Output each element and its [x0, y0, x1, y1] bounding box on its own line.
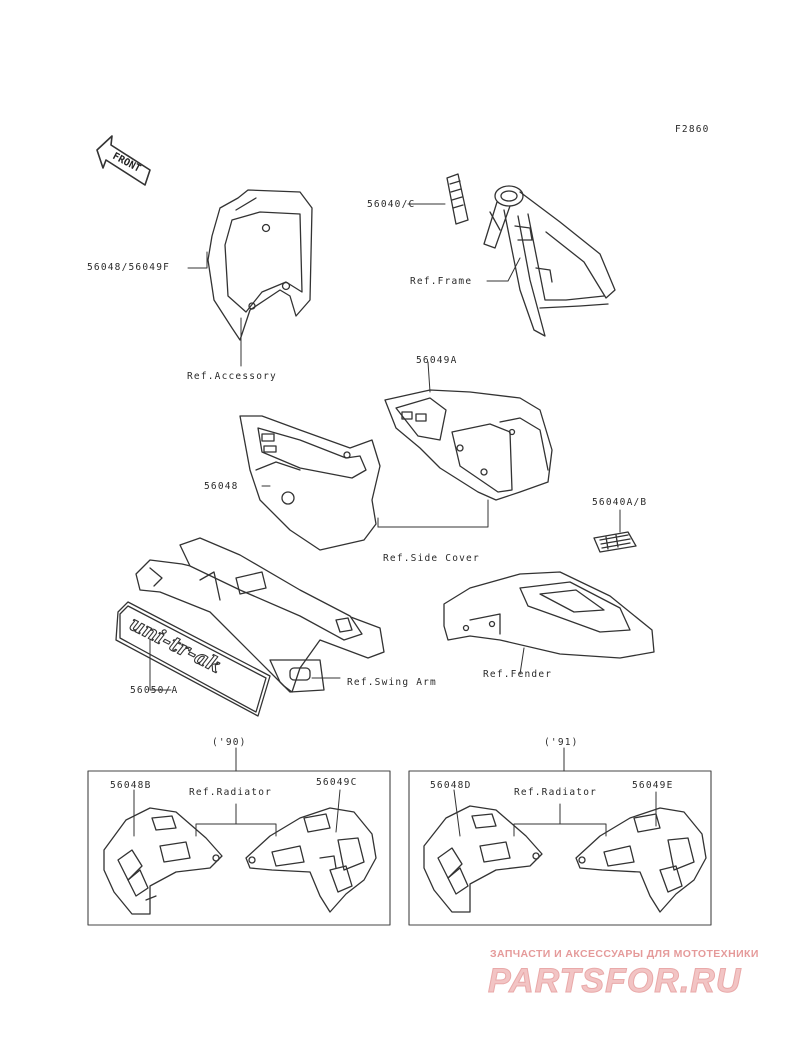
ref-accessory[interactable]: Ref.Accessory — [187, 371, 277, 382]
year-91-label: ('91) — [544, 737, 579, 748]
leader-lines-lower — [133, 789, 657, 837]
ref-swing-arm[interactable]: Ref.Swing Arm — [347, 677, 437, 688]
ref-frame[interactable]: Ref.Frame — [410, 276, 473, 287]
part-number-56040ab[interactable]: 56040A/B — [592, 497, 648, 508]
ref-side-cover[interactable]: Ref.Side Cover — [383, 553, 480, 564]
year-91-box — [408, 770, 712, 926]
part-number-56049a[interactable]: 56049A — [416, 355, 458, 366]
part-number-56049e[interactable]: 56049E — [632, 780, 674, 791]
part-number-56049c[interactable]: 56049C — [316, 777, 358, 788]
diagram-code: F2860 — [675, 124, 710, 135]
uni-trak-decal-part: uni-tr-ak — [115, 601, 271, 717]
year-90-label: ('90) — [212, 737, 247, 748]
part-number-56040c[interactable]: 56040/C — [367, 199, 416, 210]
part-number-56048[interactable]: 56048 — [204, 481, 239, 492]
number-plate-part — [207, 189, 313, 341]
radiator-shroud-91-left — [423, 805, 543, 913]
label-plate-part — [593, 531, 637, 553]
radiator-shroud-91-right — [575, 807, 707, 913]
swing-arm-part — [135, 537, 385, 693]
part-number-56048d[interactable]: 56048D — [430, 780, 472, 791]
frame-part — [483, 185, 616, 337]
part-number-56048b[interactable]: 56048B — [110, 780, 152, 791]
ref-radiator-91[interactable]: Ref.Radiator — [514, 787, 598, 798]
watermark-tagline: ЗАПЧАСТИ И АКСЕССУАРЫ ДЛЯ МОТОТЕХНИКИ — [490, 948, 759, 960]
left-side-cover-part — [239, 415, 381, 551]
leader-lines — [149, 203, 621, 691]
rear-fender-part — [443, 571, 655, 659]
year-90-box — [87, 770, 391, 926]
right-side-cover-part — [384, 389, 553, 501]
strip-decal-part — [446, 173, 469, 225]
watermark-logo: PARTSFOR.RU — [487, 962, 742, 1001]
radiator-shroud-90-right — [245, 807, 377, 913]
part-number-56048-56049f[interactable]: 56048/56049F — [87, 262, 171, 273]
front-arrow-icon: FRONT — [96, 135, 151, 186]
part-number-56050a[interactable]: 56050/A — [130, 685, 179, 696]
ref-fender[interactable]: Ref.Fender — [483, 669, 553, 680]
ref-radiator-90[interactable]: Ref.Radiator — [189, 787, 273, 798]
